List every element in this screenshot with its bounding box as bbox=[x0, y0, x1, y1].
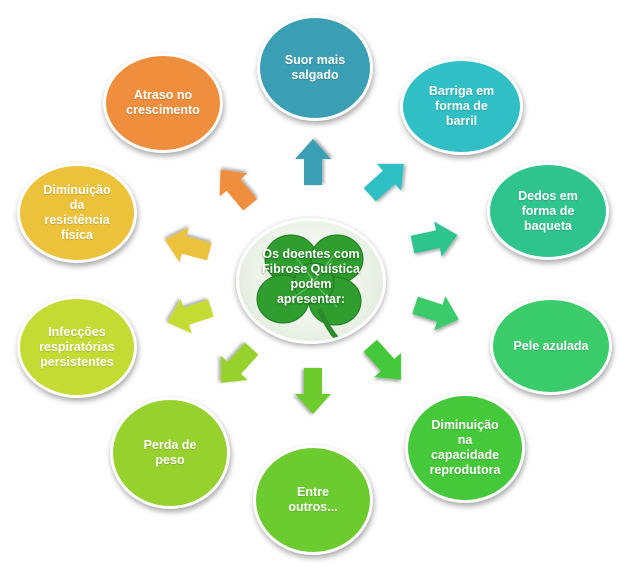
node-barriga-em-forma-de-barril: Barriga em forma de barril bbox=[400, 58, 523, 155]
node-perda-de-peso: Perda de peso bbox=[110, 397, 230, 509]
center-node: Os doentes com Fibrose Quística podem ap… bbox=[236, 218, 386, 344]
node-label: Barriga em forma de barril bbox=[428, 84, 495, 128]
clover-icon bbox=[256, 234, 364, 341]
arrow-icon bbox=[219, 169, 258, 211]
node-label: Perda de peso bbox=[143, 438, 197, 467]
node-infeccoes-respiratorias: Infecções respiratórias persistentes bbox=[17, 296, 137, 398]
node-diminuicao-capacidade-reprodutora: Diminuição na capacidade reprodutora bbox=[405, 393, 525, 503]
node-label: Pele azulada bbox=[513, 338, 589, 353]
node-label: Dedos em forma de baqueta bbox=[518, 188, 578, 233]
node-label: Suor mais salgado bbox=[284, 53, 346, 82]
node-atraso-no-crescimento: Atraso no crescimento bbox=[103, 53, 223, 153]
arrow-icon bbox=[412, 296, 459, 331]
arrow-icon bbox=[363, 339, 402, 380]
node-label: Infecções respiratórias persistentes bbox=[39, 324, 115, 369]
node-entre-outros: Entre outros... bbox=[253, 445, 373, 555]
node-label: Diminuição na capacidade reprodutora bbox=[429, 418, 501, 477]
node-diminuicao-resistencia-fisica: Diminuição da resistência física bbox=[17, 163, 137, 263]
node-suor-mais-salgado: Suor mais salgado bbox=[257, 15, 373, 121]
node-pele-azulada: Pele azulada bbox=[490, 297, 612, 395]
node-label: Atraso no crescimento bbox=[126, 88, 200, 117]
arrow-icon bbox=[295, 139, 331, 185]
node-label: Entre outros... bbox=[288, 485, 338, 514]
center-title: Os doentes com Fibrose Quística podem ap… bbox=[262, 247, 360, 306]
arrow-icon bbox=[164, 227, 212, 263]
arrow-icon bbox=[410, 221, 458, 257]
arrow-icon bbox=[167, 299, 214, 334]
arrow-icon bbox=[220, 342, 259, 383]
arrow-icon bbox=[295, 368, 331, 414]
node-label: Diminuição da resistência física bbox=[43, 183, 111, 242]
arrow-icon bbox=[363, 163, 404, 202]
node-dedos-em-forma-de-baqueta: Dedos em forma de baqueta bbox=[487, 162, 609, 260]
